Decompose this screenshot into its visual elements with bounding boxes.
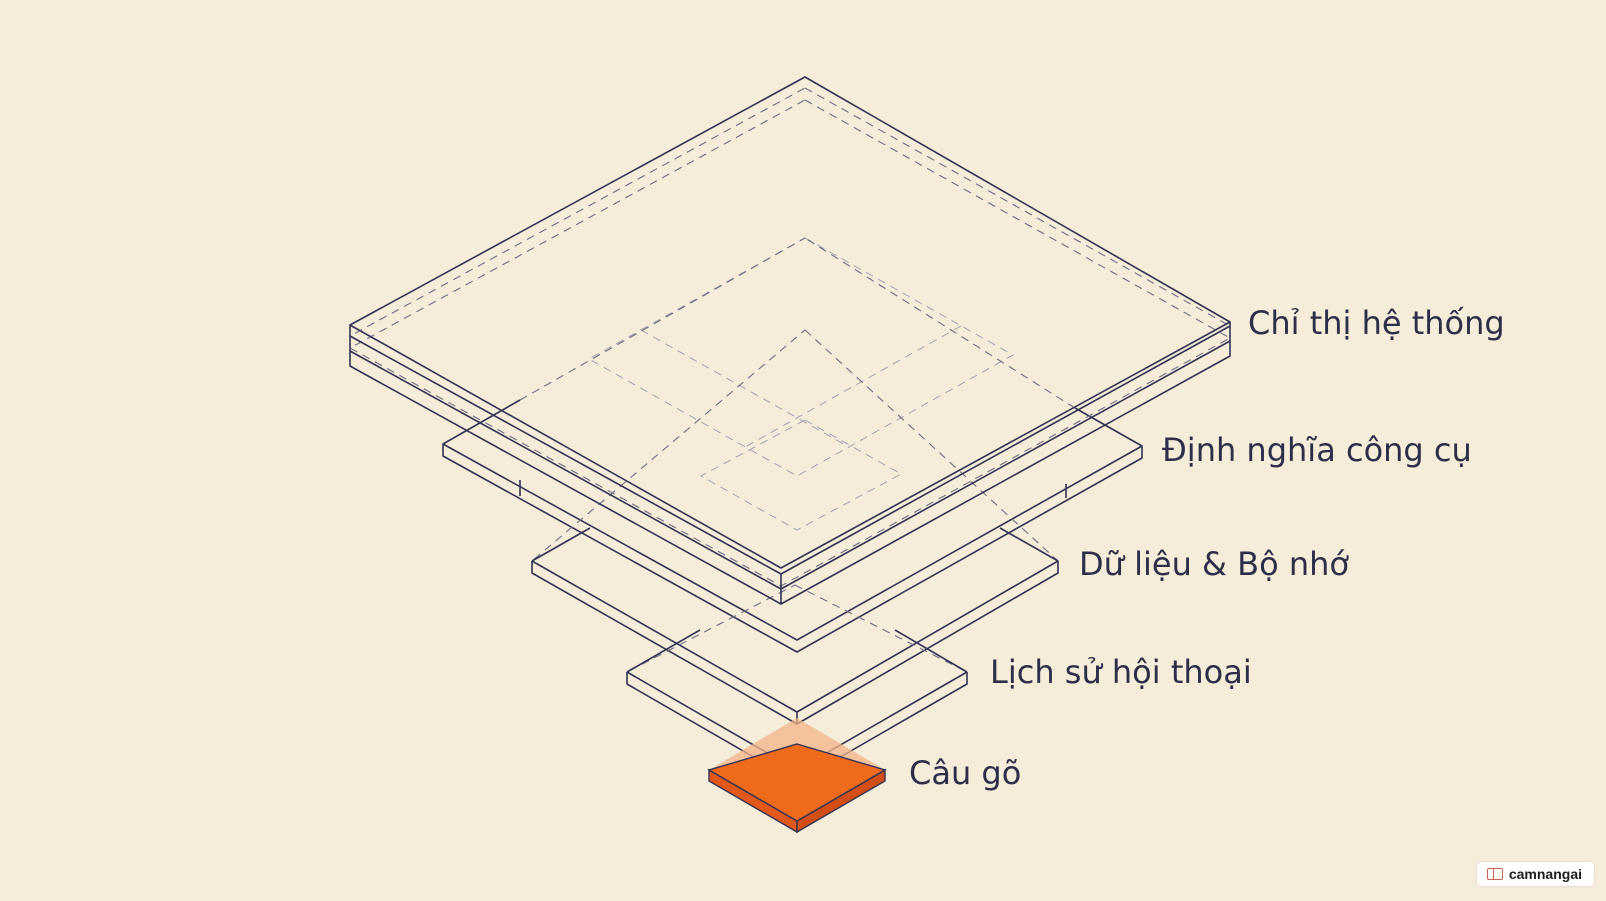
watermark-badge: camnangai (1476, 862, 1594, 886)
label-history: Lịch sử hội thoại (990, 653, 1252, 691)
label-system: Chỉ thị hệ thống (1248, 304, 1505, 342)
label-data: Dữ liệu & Bộ nhớ (1079, 545, 1349, 583)
layer-system (348, 76, 1232, 605)
book-icon (1486, 868, 1503, 880)
label-tools: Định nghĩa công cụ (1162, 431, 1472, 469)
grid-guides (587, 237, 1015, 531)
layer-prompt (707, 718, 887, 834)
layer-tools (442, 237, 1143, 653)
layer-data (531, 329, 1059, 725)
watermark-text: camnangai (1508, 866, 1582, 882)
label-prompt: Câu gõ (909, 754, 1021, 792)
